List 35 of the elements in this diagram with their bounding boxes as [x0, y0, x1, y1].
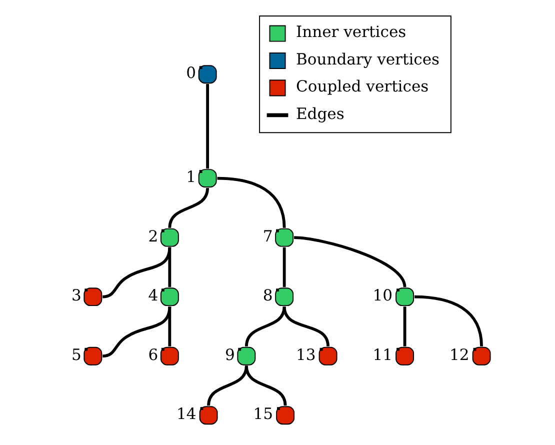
connector	[244, 306, 286, 347]
node-label: 6	[148, 346, 158, 364]
legend-label: Coupled vertices	[295, 78, 428, 96]
connector	[168, 247, 171, 288]
node-label: 13	[295, 346, 316, 364]
node-label: 12	[448, 346, 469, 364]
connector	[282, 247, 286, 288]
node-label: 10	[372, 286, 392, 305]
connector	[282, 306, 329, 347]
node-label: 5	[71, 346, 81, 364]
connector	[414, 295, 482, 346]
connector	[206, 366, 248, 406]
node-label: 0	[186, 64, 196, 82]
connector	[206, 84, 209, 169]
connector	[402, 306, 406, 346]
legend-label: Boundary vertices	[295, 50, 440, 68]
connector	[168, 188, 208, 228]
connector	[168, 306, 171, 346]
connector	[102, 247, 171, 298]
legend-label: Inner vertices	[295, 23, 406, 42]
node-label: 7	[262, 227, 272, 246]
node-label: 4	[148, 286, 158, 305]
connector	[102, 306, 171, 358]
connector	[244, 366, 286, 406]
node-label: 8	[262, 286, 272, 305]
connector	[216, 176, 286, 228]
legend-label: Edges	[295, 104, 344, 123]
node-label: 15	[252, 405, 272, 424]
node-label: 1	[186, 168, 196, 186]
node-label: 11	[372, 346, 392, 364]
node-label: 14	[176, 405, 196, 424]
node-label: 2	[148, 227, 158, 246]
node-label: 9	[224, 346, 234, 364]
connector	[293, 236, 406, 288]
node-label: 3	[71, 286, 81, 305]
